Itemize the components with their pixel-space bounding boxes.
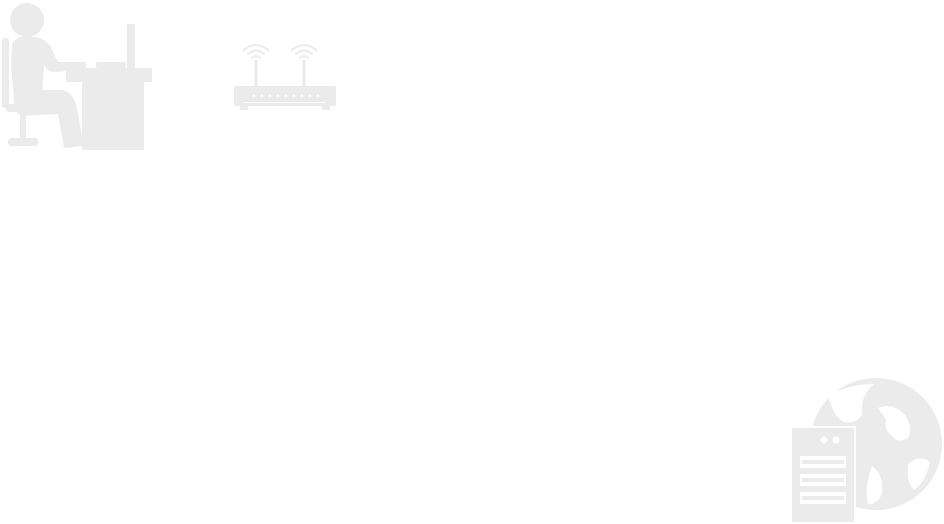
- person-at-desk-icon: [2, 3, 152, 150]
- server-globe-icon: [790, 378, 942, 522]
- wifi-router-icon: [234, 43, 336, 110]
